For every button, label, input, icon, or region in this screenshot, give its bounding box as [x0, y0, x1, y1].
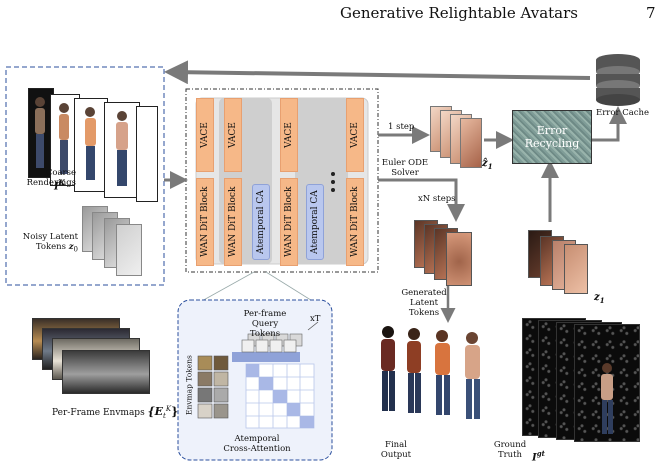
xt-label: xT	[310, 314, 321, 324]
ground-truth-symbol: Igt	[532, 449, 545, 464]
final-output-label: Final Output	[380, 440, 412, 460]
generated-latent-stack	[414, 220, 474, 286]
coarse-renderings-label: Coarse Renderings	[26, 168, 76, 188]
per-frame-envmaps-label: Per-Frame Envmaps {EtK}	[52, 405, 179, 420]
wan-dit-block-2: WAN DiT Block	[224, 178, 242, 266]
euler-ode-label: Euler ODE Solver	[381, 158, 429, 178]
wan-dit-block-4: WAN DiT Block	[346, 178, 364, 266]
coarse-renderings-symbol: IK	[54, 178, 65, 193]
wan-dit-block-3: WAN DiT Block	[280, 178, 298, 266]
ground-truth-stack	[522, 318, 640, 442]
z1-stack	[528, 230, 590, 296]
error-cache-label: Error Cache	[596, 108, 650, 118]
ground-truth-label: Ground Truth	[493, 440, 527, 460]
ground-truth-avatar	[601, 363, 613, 434]
one-step-label: 1 step	[388, 122, 415, 132]
avatar-figures-output	[381, 326, 480, 419]
per-frame-query-label: Per-frame Query Tokens	[243, 309, 287, 339]
z1-hat-symbol: ẑ1	[482, 158, 493, 171]
avatar-figures-input	[35, 97, 128, 186]
page-number: 7	[646, 4, 656, 22]
z1-symbol: z1	[594, 292, 605, 305]
vace-block-4: VACE	[346, 98, 364, 172]
noisy-latent-label: Noisy Latent Tokens z0	[22, 232, 78, 254]
generated-latent-label: Generated Latent Tokens	[401, 288, 447, 318]
xn-steps-label: xN steps	[418, 194, 456, 204]
noisy-latent-stack	[82, 206, 148, 278]
vace-block-2: VACE	[224, 98, 242, 172]
z1-hat-stack	[430, 106, 486, 168]
paper-title: Generative Relightable Avatars	[340, 4, 578, 22]
wan-dit-block-1: WAN DiT Block	[196, 178, 214, 266]
vace-block-1: VACE	[196, 98, 214, 172]
envmaps-stack	[32, 318, 150, 396]
input-dashed-box	[5, 66, 165, 286]
atemporal-ca-block-2: Atemporal CA	[306, 184, 324, 260]
atemporal-cross-attention-label: Atemporal Cross-Attention	[223, 434, 291, 454]
database-icon	[596, 54, 640, 106]
error-recycling-box: Error Recycling	[512, 110, 592, 164]
vace-block-3: VACE	[280, 98, 298, 172]
more-blocks-dots	[331, 172, 335, 192]
atemporal-ca-block-1: Atemporal CA	[252, 184, 270, 260]
